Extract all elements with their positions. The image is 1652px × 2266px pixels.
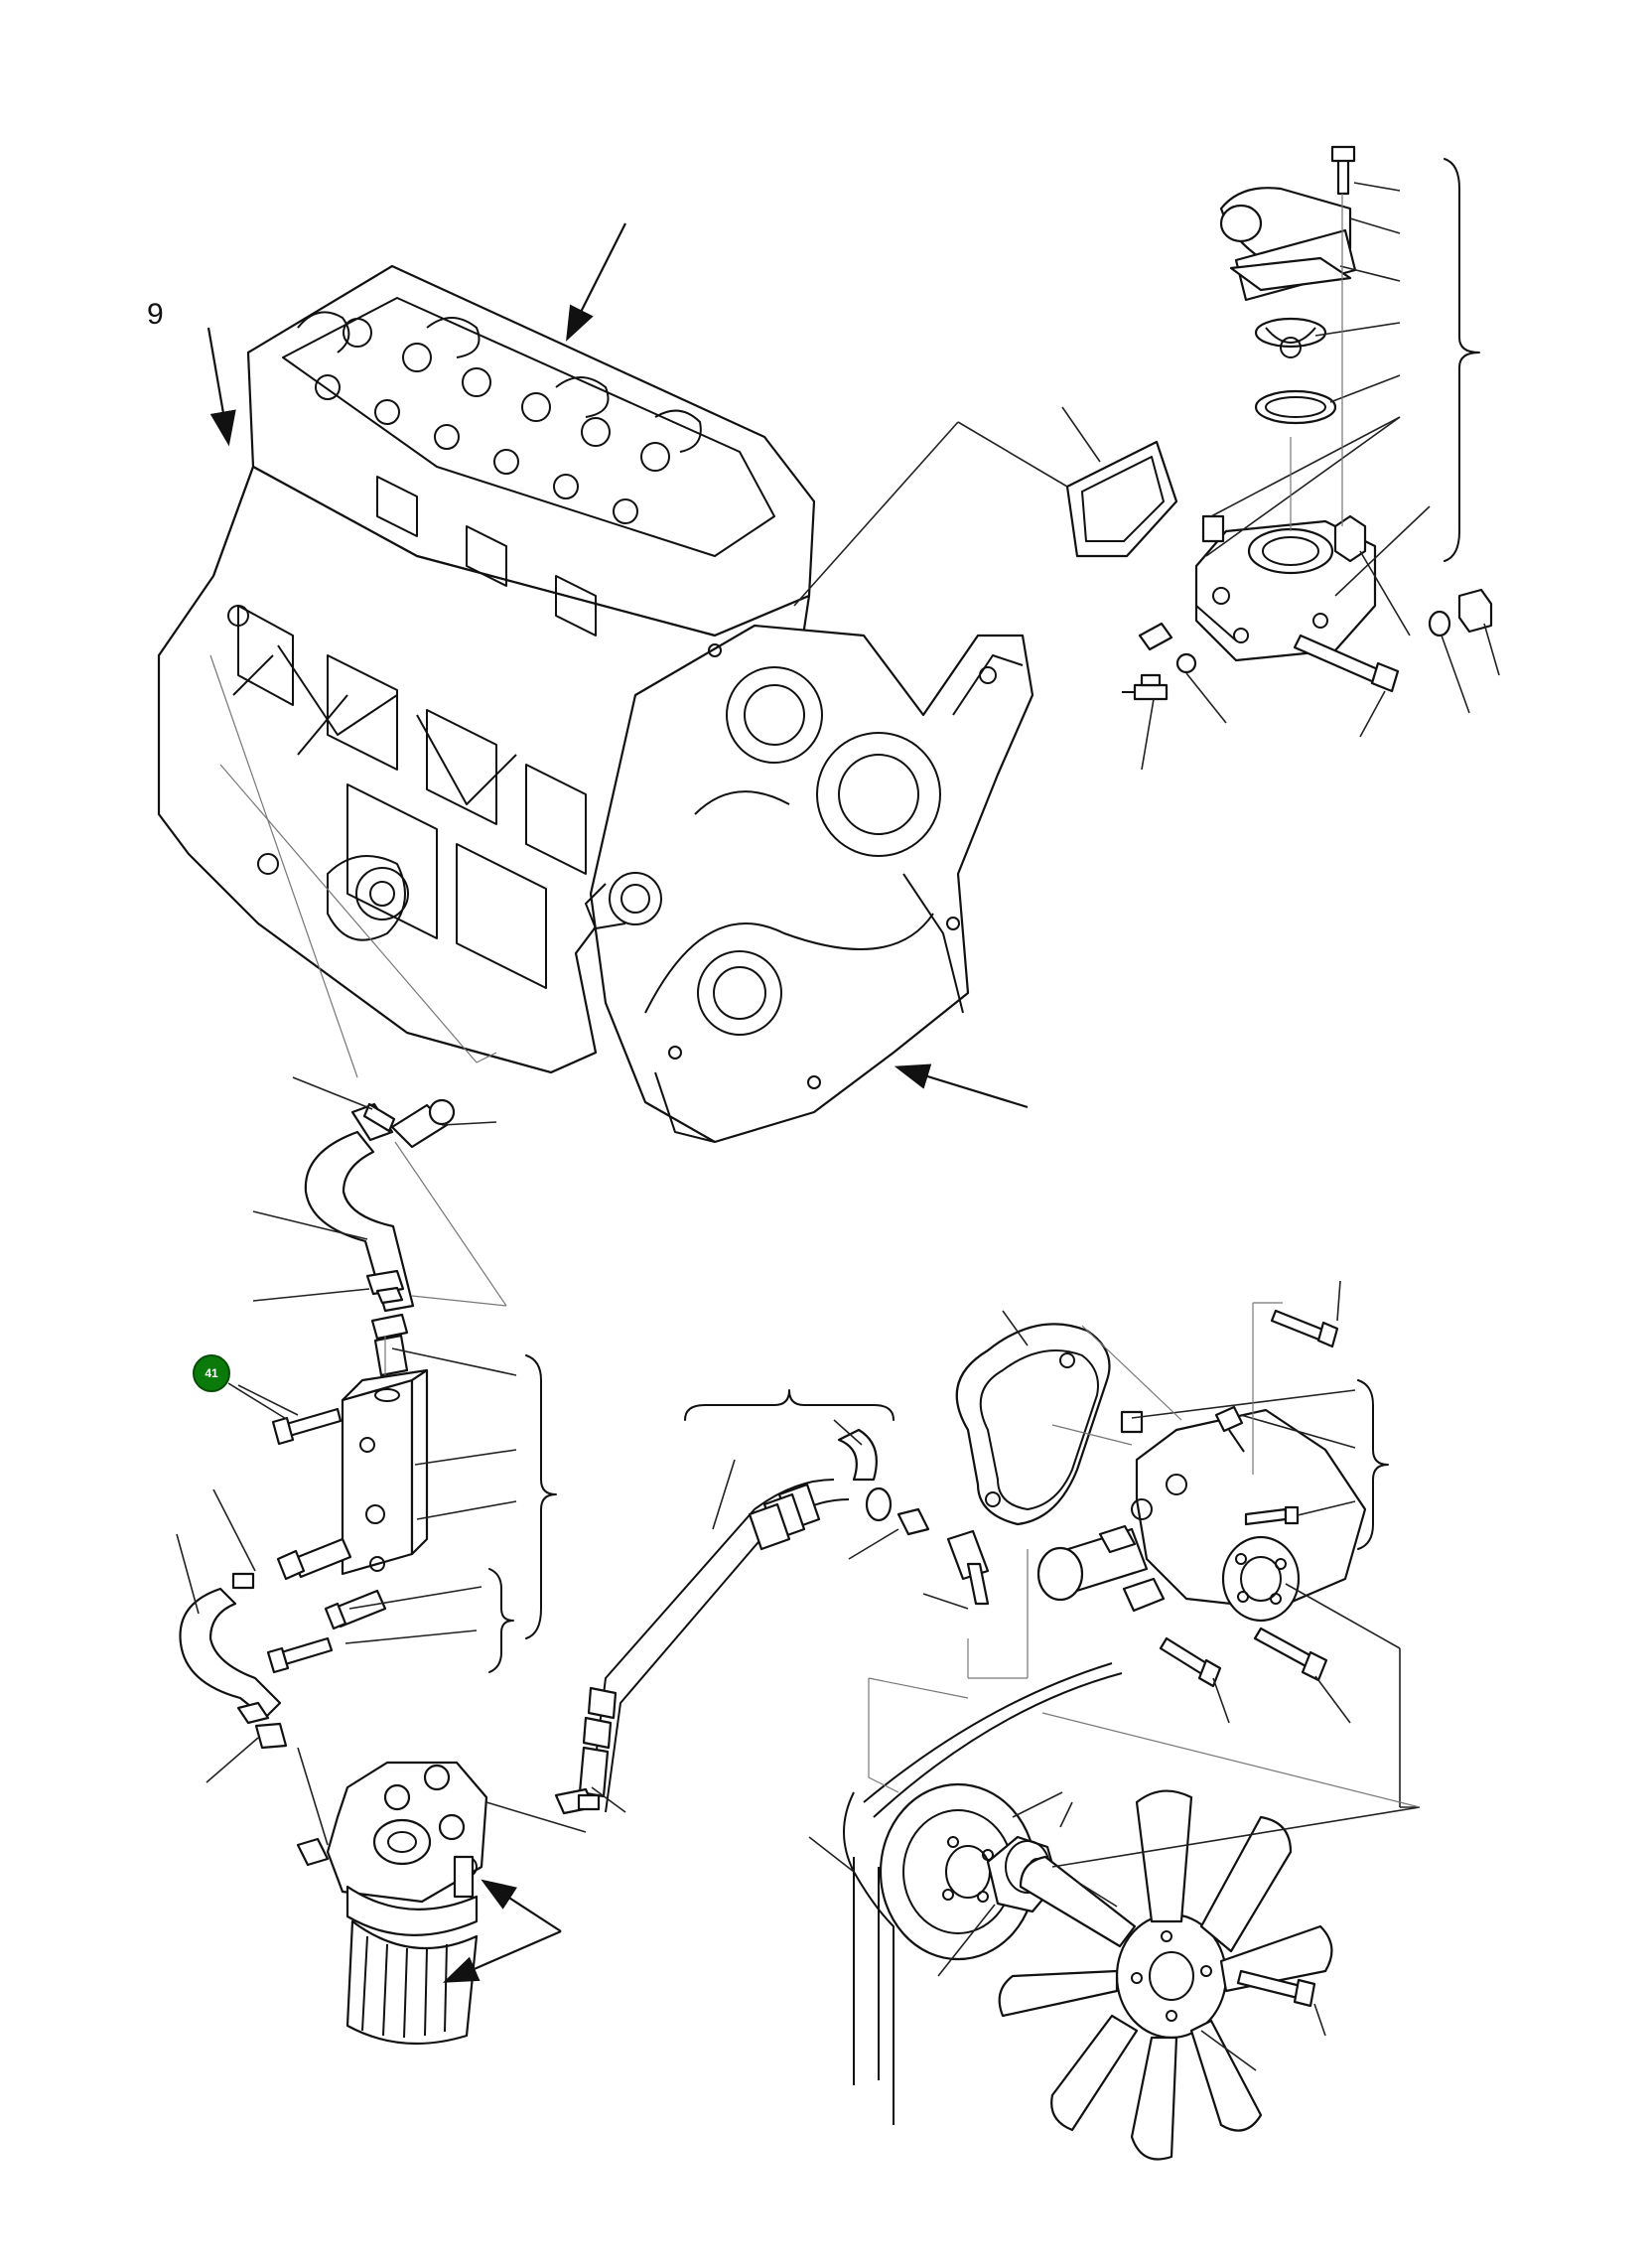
leaders-fan <box>808 1791 1421 2071</box>
bracket-center <box>684 1389 895 1421</box>
water-pump-assembly <box>955 1309 1367 1688</box>
callout-badge-text: 41 <box>205 1366 218 1380</box>
filter-housing <box>296 1761 488 2046</box>
bracket-left-lower <box>488 1568 514 1673</box>
belt-pulley-fan <box>843 1662 1333 2161</box>
leaders-water-pump <box>1002 1280 1356 1724</box>
left-coolant-assembly <box>179 1098 456 1750</box>
engine-block <box>157 264 1034 1144</box>
leaders-left <box>176 1076 517 1783</box>
arrow-block-pointer <box>206 327 236 447</box>
arrow-filter-upper <box>481 1879 562 1932</box>
thermostat-assembly <box>1065 145 1493 701</box>
arrow-cover-pointer <box>894 1063 1029 1109</box>
corner-label: 9 <box>147 298 164 331</box>
bracket-thermostat <box>1444 158 1480 562</box>
bracket-water-pump <box>1357 1379 1389 1550</box>
coolant-pipe-center <box>554 1428 990 1815</box>
arrow-filter-lower <box>442 1929 562 1983</box>
callout-badge[interactable]: 41 <box>193 1354 230 1392</box>
arrow-head-pointer <box>566 222 626 342</box>
leaders-thermostat <box>1061 182 1500 771</box>
bracket-left-upper <box>525 1354 557 1639</box>
